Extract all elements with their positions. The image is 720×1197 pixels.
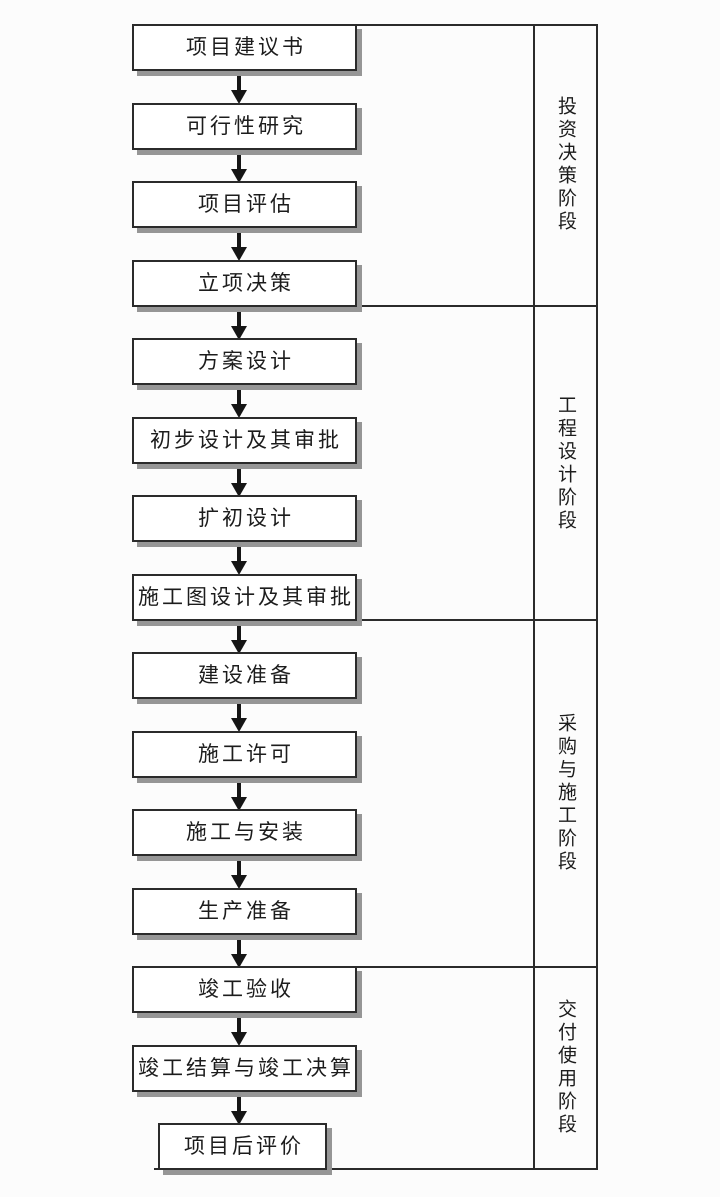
arrow-stem bbox=[237, 777, 241, 797]
step-label: 竣工结算与竣工决算 bbox=[138, 1055, 354, 1080]
step-completion-settlement-and-final-accounts: 竣工结算与竣工决算 bbox=[132, 1044, 357, 1092]
arrow-head bbox=[231, 247, 247, 261]
arrow-head bbox=[231, 953, 247, 968]
step-label: 扩初设计 bbox=[198, 506, 294, 530]
phase-column-left-border bbox=[533, 24, 535, 1170]
step-scheme-design: 方案设计 bbox=[132, 338, 357, 385]
flow-arrow-down-icon bbox=[229, 934, 249, 968]
step-label: 方案设计 bbox=[198, 349, 294, 373]
phase-divider-procurement-delivery bbox=[356, 966, 598, 968]
flow-arrow-down-icon bbox=[229, 149, 249, 183]
arrow-stem bbox=[237, 620, 241, 640]
arrow-stem bbox=[237, 149, 241, 169]
flow-arrow-down-icon bbox=[229, 385, 249, 418]
arrow-head bbox=[231, 796, 247, 811]
arrow-head bbox=[231, 875, 247, 889]
step-label: 施工图设计及其审批 bbox=[138, 584, 354, 609]
arrow-head bbox=[231, 718, 247, 732]
step-label: 立项决策 bbox=[198, 270, 294, 295]
arrow-stem bbox=[237, 1091, 241, 1111]
flow-arrow-down-icon bbox=[229, 777, 249, 811]
flow-arrow-down-icon bbox=[229, 699, 249, 732]
phase-divider-investment-design bbox=[356, 304, 598, 307]
arrow-stem bbox=[237, 542, 241, 561]
flow-arrow-down-icon bbox=[229, 228, 249, 261]
arrow-head bbox=[231, 90, 247, 104]
step-production-preparation: 生产准备 bbox=[132, 887, 357, 935]
step-label: 竣工验收 bbox=[198, 977, 294, 1001]
step-construction-and-installation: 施工与安装 bbox=[132, 809, 357, 856]
phase-label: 投资决策阶段 bbox=[555, 96, 576, 234]
arrow-head bbox=[231, 561, 247, 575]
step-label: 项目评估 bbox=[198, 192, 294, 216]
phase-border-top bbox=[356, 24, 598, 26]
step-label: 项目后评价 bbox=[184, 1134, 304, 1158]
flow-arrow-down-icon bbox=[229, 306, 249, 340]
arrow-head bbox=[231, 482, 247, 497]
arrow-stem bbox=[237, 934, 241, 954]
flow-arrow-down-icon bbox=[229, 1091, 249, 1125]
arrow-stem bbox=[237, 699, 241, 718]
step-project-approval-decision: 立项决策 bbox=[132, 259, 357, 307]
flow-arrow-down-icon bbox=[229, 71, 249, 104]
phase-label: 工程设计阶段 bbox=[555, 394, 576, 533]
step-label: 生产准备 bbox=[198, 898, 294, 923]
step-label: 施工与安装 bbox=[186, 820, 306, 844]
arrow-head bbox=[231, 325, 247, 340]
step-label: 施工许可 bbox=[198, 741, 294, 766]
phase-investment-decision: 投资决策阶段 bbox=[535, 24, 596, 306]
arrow-head bbox=[231, 639, 247, 654]
step-project-evaluation: 项目评估 bbox=[132, 181, 357, 228]
step-feasibility-study: 可行性研究 bbox=[132, 102, 357, 150]
arrow-stem bbox=[237, 385, 241, 404]
arrow-stem bbox=[237, 1013, 241, 1032]
flow-arrow-down-icon bbox=[229, 1013, 249, 1046]
step-label: 建设准备 bbox=[198, 663, 294, 687]
arrow-stem bbox=[237, 463, 241, 483]
arrow-head bbox=[231, 1110, 247, 1125]
arrow-stem bbox=[237, 228, 241, 247]
arrow-head bbox=[231, 404, 247, 418]
step-construction-drawing-design-and-approval: 施工图设计及其审批 bbox=[132, 573, 357, 621]
arrow-head bbox=[231, 1032, 247, 1046]
step-label: 初步设计及其审批 bbox=[150, 427, 342, 452]
step-label: 项目建议书 bbox=[186, 35, 306, 59]
phase-delivery-and-use: 交付使用阶段 bbox=[535, 966, 596, 1170]
step-label: 可行性研究 bbox=[186, 113, 306, 138]
phase-label: 采购与施工阶段 bbox=[555, 712, 576, 874]
step-completion-acceptance: 竣工验收 bbox=[132, 966, 357, 1013]
flow-arrow-down-icon bbox=[229, 542, 249, 575]
phase-label: 交付使用阶段 bbox=[555, 999, 576, 1137]
step-project-proposal: 项目建议书 bbox=[132, 24, 357, 71]
step-expanded-preliminary-design: 扩初设计 bbox=[132, 495, 357, 542]
flow-arrow-down-icon bbox=[229, 463, 249, 497]
phase-procurement-and-construction: 采购与施工阶段 bbox=[535, 621, 596, 966]
flow-arrow-down-icon bbox=[229, 620, 249, 654]
phase-column-right-border bbox=[596, 24, 598, 1170]
step-preliminary-design-and-approval: 初步设计及其审批 bbox=[132, 416, 357, 464]
flow-arrow-down-icon bbox=[229, 856, 249, 889]
phase-divider-design-procurement bbox=[356, 618, 598, 621]
step-post-project-evaluation: 项目后评价 bbox=[158, 1123, 327, 1170]
arrow-head bbox=[231, 168, 247, 183]
step-construction-preparation: 建设准备 bbox=[132, 652, 357, 699]
step-construction-permit: 施工许可 bbox=[132, 730, 357, 778]
arrow-stem bbox=[237, 856, 241, 875]
phase-border-bottom bbox=[154, 1168, 598, 1170]
phase-engineering-design: 工程设计阶段 bbox=[535, 307, 596, 621]
arrow-stem bbox=[237, 71, 241, 90]
arrow-stem bbox=[237, 306, 241, 326]
